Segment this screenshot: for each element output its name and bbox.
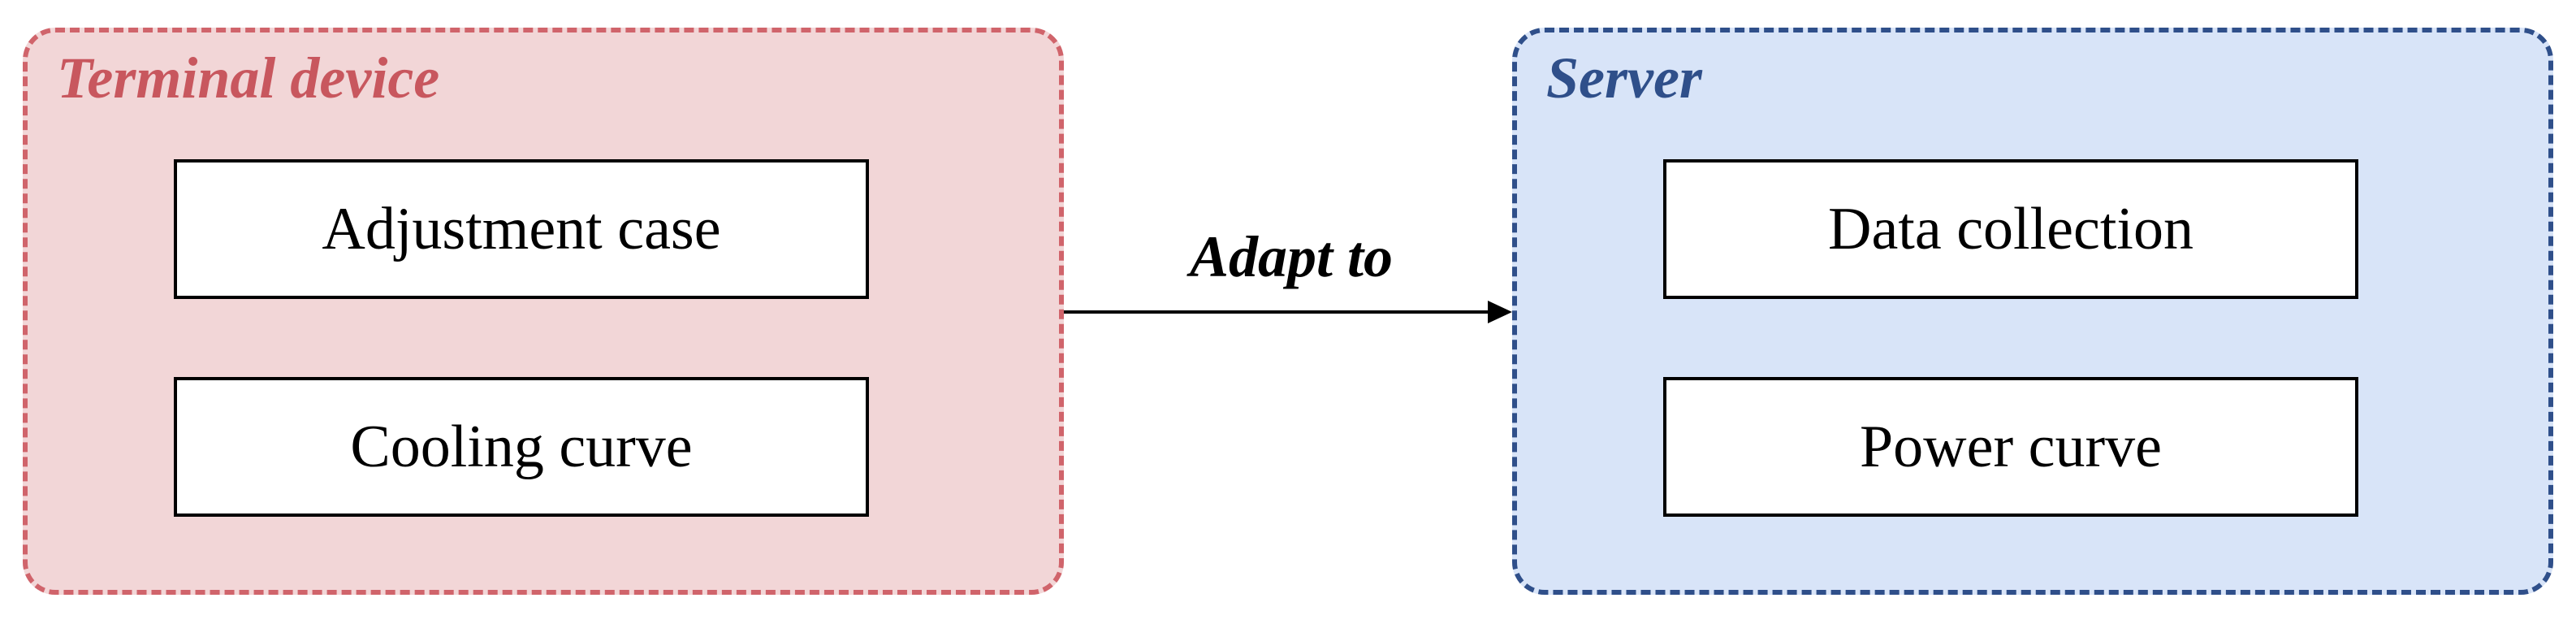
data-collection-box: Data collection	[1663, 159, 2358, 299]
adjustment-case-box: Adjustment case	[174, 159, 869, 299]
adapt-to-label: Adapt to	[1189, 224, 1394, 289]
terminal-device-title: Terminal device	[57, 46, 440, 110]
power-curve-box: Power curve	[1663, 377, 2358, 517]
data-collection-label: Data collection	[1828, 195, 2193, 262]
cooling-curve-label: Cooling curve	[350, 413, 693, 480]
server-group: Server Data collection Power curve	[1512, 28, 2553, 595]
cooling-curve-box: Cooling curve	[174, 377, 869, 517]
power-curve-label: Power curve	[1860, 413, 2162, 480]
arrow-head	[1488, 301, 1512, 323]
terminal-device-group: Terminal device Adjustment case Cooling …	[23, 28, 1064, 595]
server-title: Server	[1546, 46, 1702, 110]
adjustment-case-label: Adjustment case	[322, 195, 721, 262]
